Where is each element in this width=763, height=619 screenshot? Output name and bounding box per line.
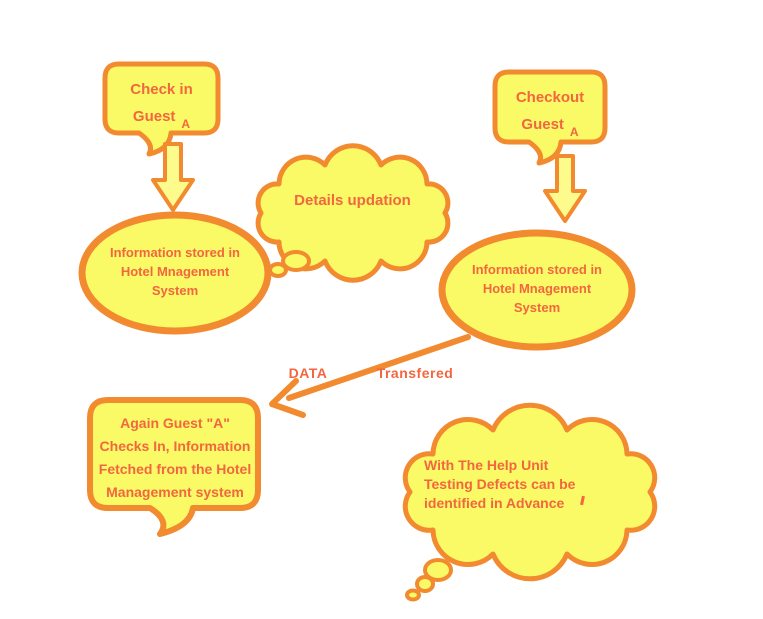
data-transfer-arrowhead	[269, 378, 306, 418]
unit-testing-cloud-label: With The Help Unit Testing Defects can b…	[424, 456, 614, 513]
details-thought-cloud	[255, 143, 451, 283]
checkin-guest-subscript: A	[181, 117, 191, 131]
unit-testing-thought-cloud	[402, 402, 658, 582]
checkin-speech-bubble	[102, 61, 221, 157]
left-ellipse-line1: Information stored in	[110, 245, 240, 260]
unit-testing-line2: Testing Defects can be	[424, 476, 576, 492]
data-transfer-line	[286, 334, 471, 401]
details-cloud-tail-bubble-2	[268, 262, 288, 278]
unit-testing-line1: With The Help Unit	[424, 457, 549, 473]
unit-testing-cloud-tail-bubble-1	[423, 558, 453, 582]
details-cloud-label: Details updation	[294, 192, 411, 209]
details-cloud-tail-bubble-1	[281, 250, 311, 272]
checkin-down-arrow	[151, 142, 195, 212]
checkout-down-arrow	[543, 154, 587, 223]
again-bubble-label: Again Guest "A" Checks In, Information F…	[92, 412, 258, 504]
right-ellipse-line2: Hotel Mnagement	[482, 281, 592, 296]
again-bubble-line2: Checks In, Information	[99, 438, 251, 454]
again-bubble-line1: Again Guest "A"	[120, 415, 230, 431]
checkout-speech-bubble	[492, 69, 608, 166]
left-ellipse-line3: System	[151, 283, 199, 298]
checkin-label-line1: Check in	[130, 81, 193, 98]
transfered-label: Transfered	[376, 365, 454, 381]
again-bubble-line4: Management system	[106, 484, 244, 500]
right-ellipse-line1: Information stored in	[472, 262, 602, 277]
checkout-label-line1: Checkout	[515, 89, 585, 106]
right-system-ellipse	[438, 229, 636, 351]
again-bubble-line3: Fetched from the Hotel	[98, 461, 252, 477]
right-ellipse-line3: System	[513, 300, 561, 315]
checkout-guest-subscript: A	[569, 125, 579, 139]
data-label: DATA	[288, 365, 328, 381]
left-ellipse-label: Information stored in Hotel Mnagement Sy…	[88, 243, 262, 300]
unit-testing-cloud-tail-bubble-3	[405, 588, 421, 602]
unit-testing-cloud-tail-bubble-2	[415, 575, 435, 593]
left-ellipse-line2: Hotel Mnagement	[120, 264, 230, 279]
unit-testing-line3: identified in Advance	[424, 495, 565, 511]
left-system-ellipse	[78, 211, 272, 335]
again-speech-bubble	[87, 397, 261, 537]
right-ellipse-label: Information stored in Hotel Mnagement Sy…	[450, 260, 624, 317]
